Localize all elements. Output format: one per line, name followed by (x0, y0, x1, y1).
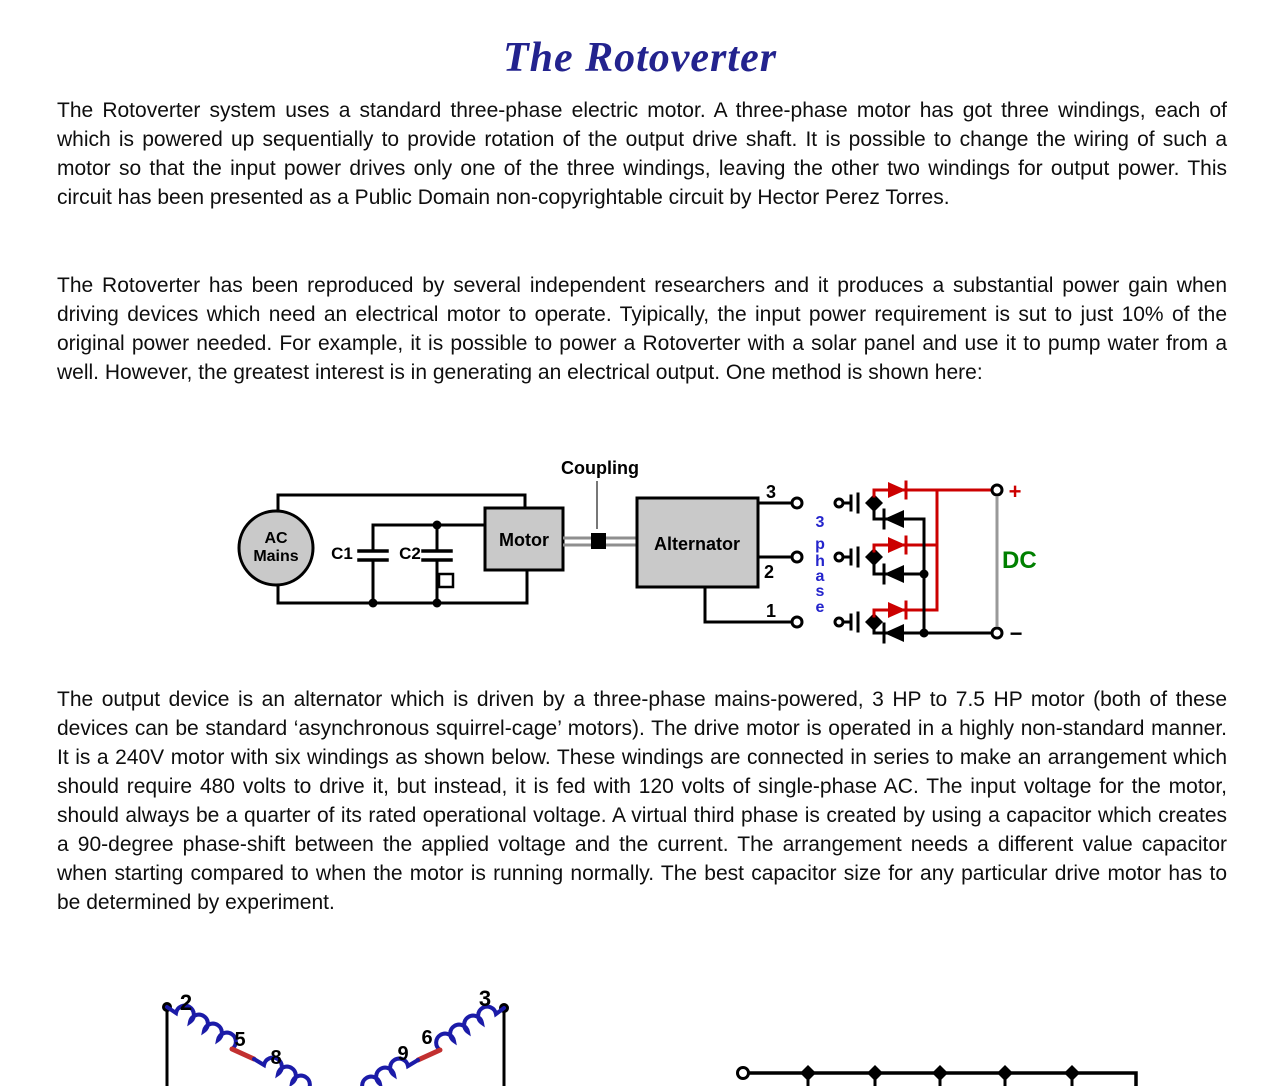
ac-mains-label-line2: Mains (253, 548, 298, 565)
diode-red (888, 537, 906, 553)
connector-junction (865, 494, 883, 512)
bus-input-terminal (736, 1066, 750, 1080)
junction-dot (919, 628, 929, 638)
junction-dot (368, 598, 378, 608)
alternator-outputs: 3 2 1 (703, 482, 804, 629)
dc-output: + − DC (990, 479, 1037, 646)
three-phase-char: s (816, 583, 825, 600)
bus-junction (932, 1065, 948, 1081)
c2-switch-symbol (437, 572, 455, 589)
motor-label: Motor (499, 530, 549, 550)
terminal-3 (790, 496, 804, 510)
red-branch-1 (872, 608, 939, 618)
diode-black (884, 565, 904, 583)
ac-mains-source: AC Mains (237, 509, 315, 587)
black-branch-1 (872, 627, 993, 635)
terminal-2-label: 2 (180, 990, 192, 1015)
coupling-block (591, 533, 606, 549)
alternator-box: Alternator (635, 496, 760, 589)
alternator-rect (635, 496, 760, 589)
diode-red (888, 602, 906, 618)
dc-plus-terminal (990, 483, 1004, 497)
c2-plates (421, 549, 453, 562)
coupling-label: Coupling (561, 458, 639, 478)
black-branch-2 (872, 564, 926, 576)
diode-black (884, 624, 904, 642)
winding-5-label: 5 (234, 1029, 245, 1051)
page-title: The Rotoverter (502, 35, 778, 81)
alternator-label: Alternator (654, 534, 740, 554)
output-3-label: 3 (766, 482, 776, 502)
winding-9-label: 9 (397, 1043, 408, 1065)
terminal-1 (790, 615, 804, 629)
connector-junction (865, 548, 883, 566)
motor-box: Motor (483, 506, 565, 572)
bus-junction (800, 1065, 816, 1081)
rectifier-negative-side (872, 508, 993, 644)
output-wire-1 (703, 585, 793, 624)
c1-plates (357, 549, 389, 562)
ac-mains-label-line1: AC (264, 530, 288, 547)
dc-minus-terminal (990, 626, 1004, 640)
supply-wiring (276, 493, 529, 605)
winding-coil (360, 1056, 420, 1086)
diode-black (884, 510, 904, 528)
winding-coil (252, 1055, 312, 1086)
bottom-supply-wire (276, 568, 529, 605)
three-phase-char: a (816, 568, 825, 585)
junction-dot (432, 520, 442, 530)
bus-junction (867, 1065, 883, 1081)
connector-bars (841, 546, 860, 568)
capacitor-c2: C2 (399, 523, 455, 605)
winding-coil (165, 1003, 238, 1051)
c1-label: C1 (331, 544, 353, 563)
winding-red-link (415, 1047, 443, 1063)
phase-connectors (833, 492, 883, 633)
junction-dot (432, 598, 442, 608)
connector-bars (841, 492, 860, 514)
bus-junction (1064, 1065, 1080, 1081)
winding-8-label: 8 (270, 1047, 281, 1069)
bus-bar-diagram (736, 1065, 1138, 1086)
winding-chain-right: 3 6 9 (360, 986, 509, 1086)
output-1-label: 1 (766, 601, 776, 621)
rotoverter-circuit-diagram: AC Mains C1 C2 Motor (237, 458, 1037, 646)
output-2-label: 2 (764, 562, 774, 582)
rectifier-positive-side (872, 480, 993, 620)
winding-chain-left: 2 5 8 (162, 990, 312, 1086)
paragraph-reproduction: The Rotoverter has been reproduced by se… (57, 274, 1227, 384)
bus-junction (997, 1065, 1013, 1081)
connector-junction (865, 613, 883, 631)
paragraph-output-device: The output device is an alternator which… (57, 688, 1227, 914)
c2-label: C2 (399, 544, 421, 563)
three-phase-caption: 3 p h a s e (815, 514, 825, 616)
junction-dot (919, 569, 929, 579)
three-phase-char: 3 (816, 514, 825, 531)
minus-label: − (1010, 621, 1023, 646)
winding-red-link (229, 1046, 257, 1062)
winding-6-label: 6 (421, 1027, 432, 1049)
connector-phase-3 (833, 492, 883, 514)
paragraph-intro: The Rotoverter system uses a standard th… (57, 99, 1227, 209)
top-supply-wire (276, 493, 527, 513)
capacitor-c1: C1 (331, 523, 389, 605)
terminal-2 (790, 550, 804, 564)
plus-label: + (1009, 479, 1022, 504)
red-branch-3 (872, 488, 993, 498)
red-branch-2 (872, 543, 939, 553)
shaft-coupling: Coupling (561, 458, 639, 549)
three-phase-char: e (816, 599, 825, 616)
connector-phase-2 (833, 546, 883, 568)
motor-windings-diagram: 2 5 8 3 6 9 (162, 986, 1138, 1086)
three-phase-char: p (815, 536, 825, 553)
winding-coil (434, 1004, 506, 1052)
connector-phase-1 (833, 611, 883, 633)
dc-label: DC (1002, 547, 1037, 574)
black-branch-3 (872, 509, 926, 521)
terminal-3-label: 3 (479, 986, 491, 1011)
diode-red (888, 482, 906, 498)
ac-mains-symbol (237, 509, 315, 587)
connector-bars (841, 611, 860, 633)
three-phase-char: h (815, 553, 825, 570)
